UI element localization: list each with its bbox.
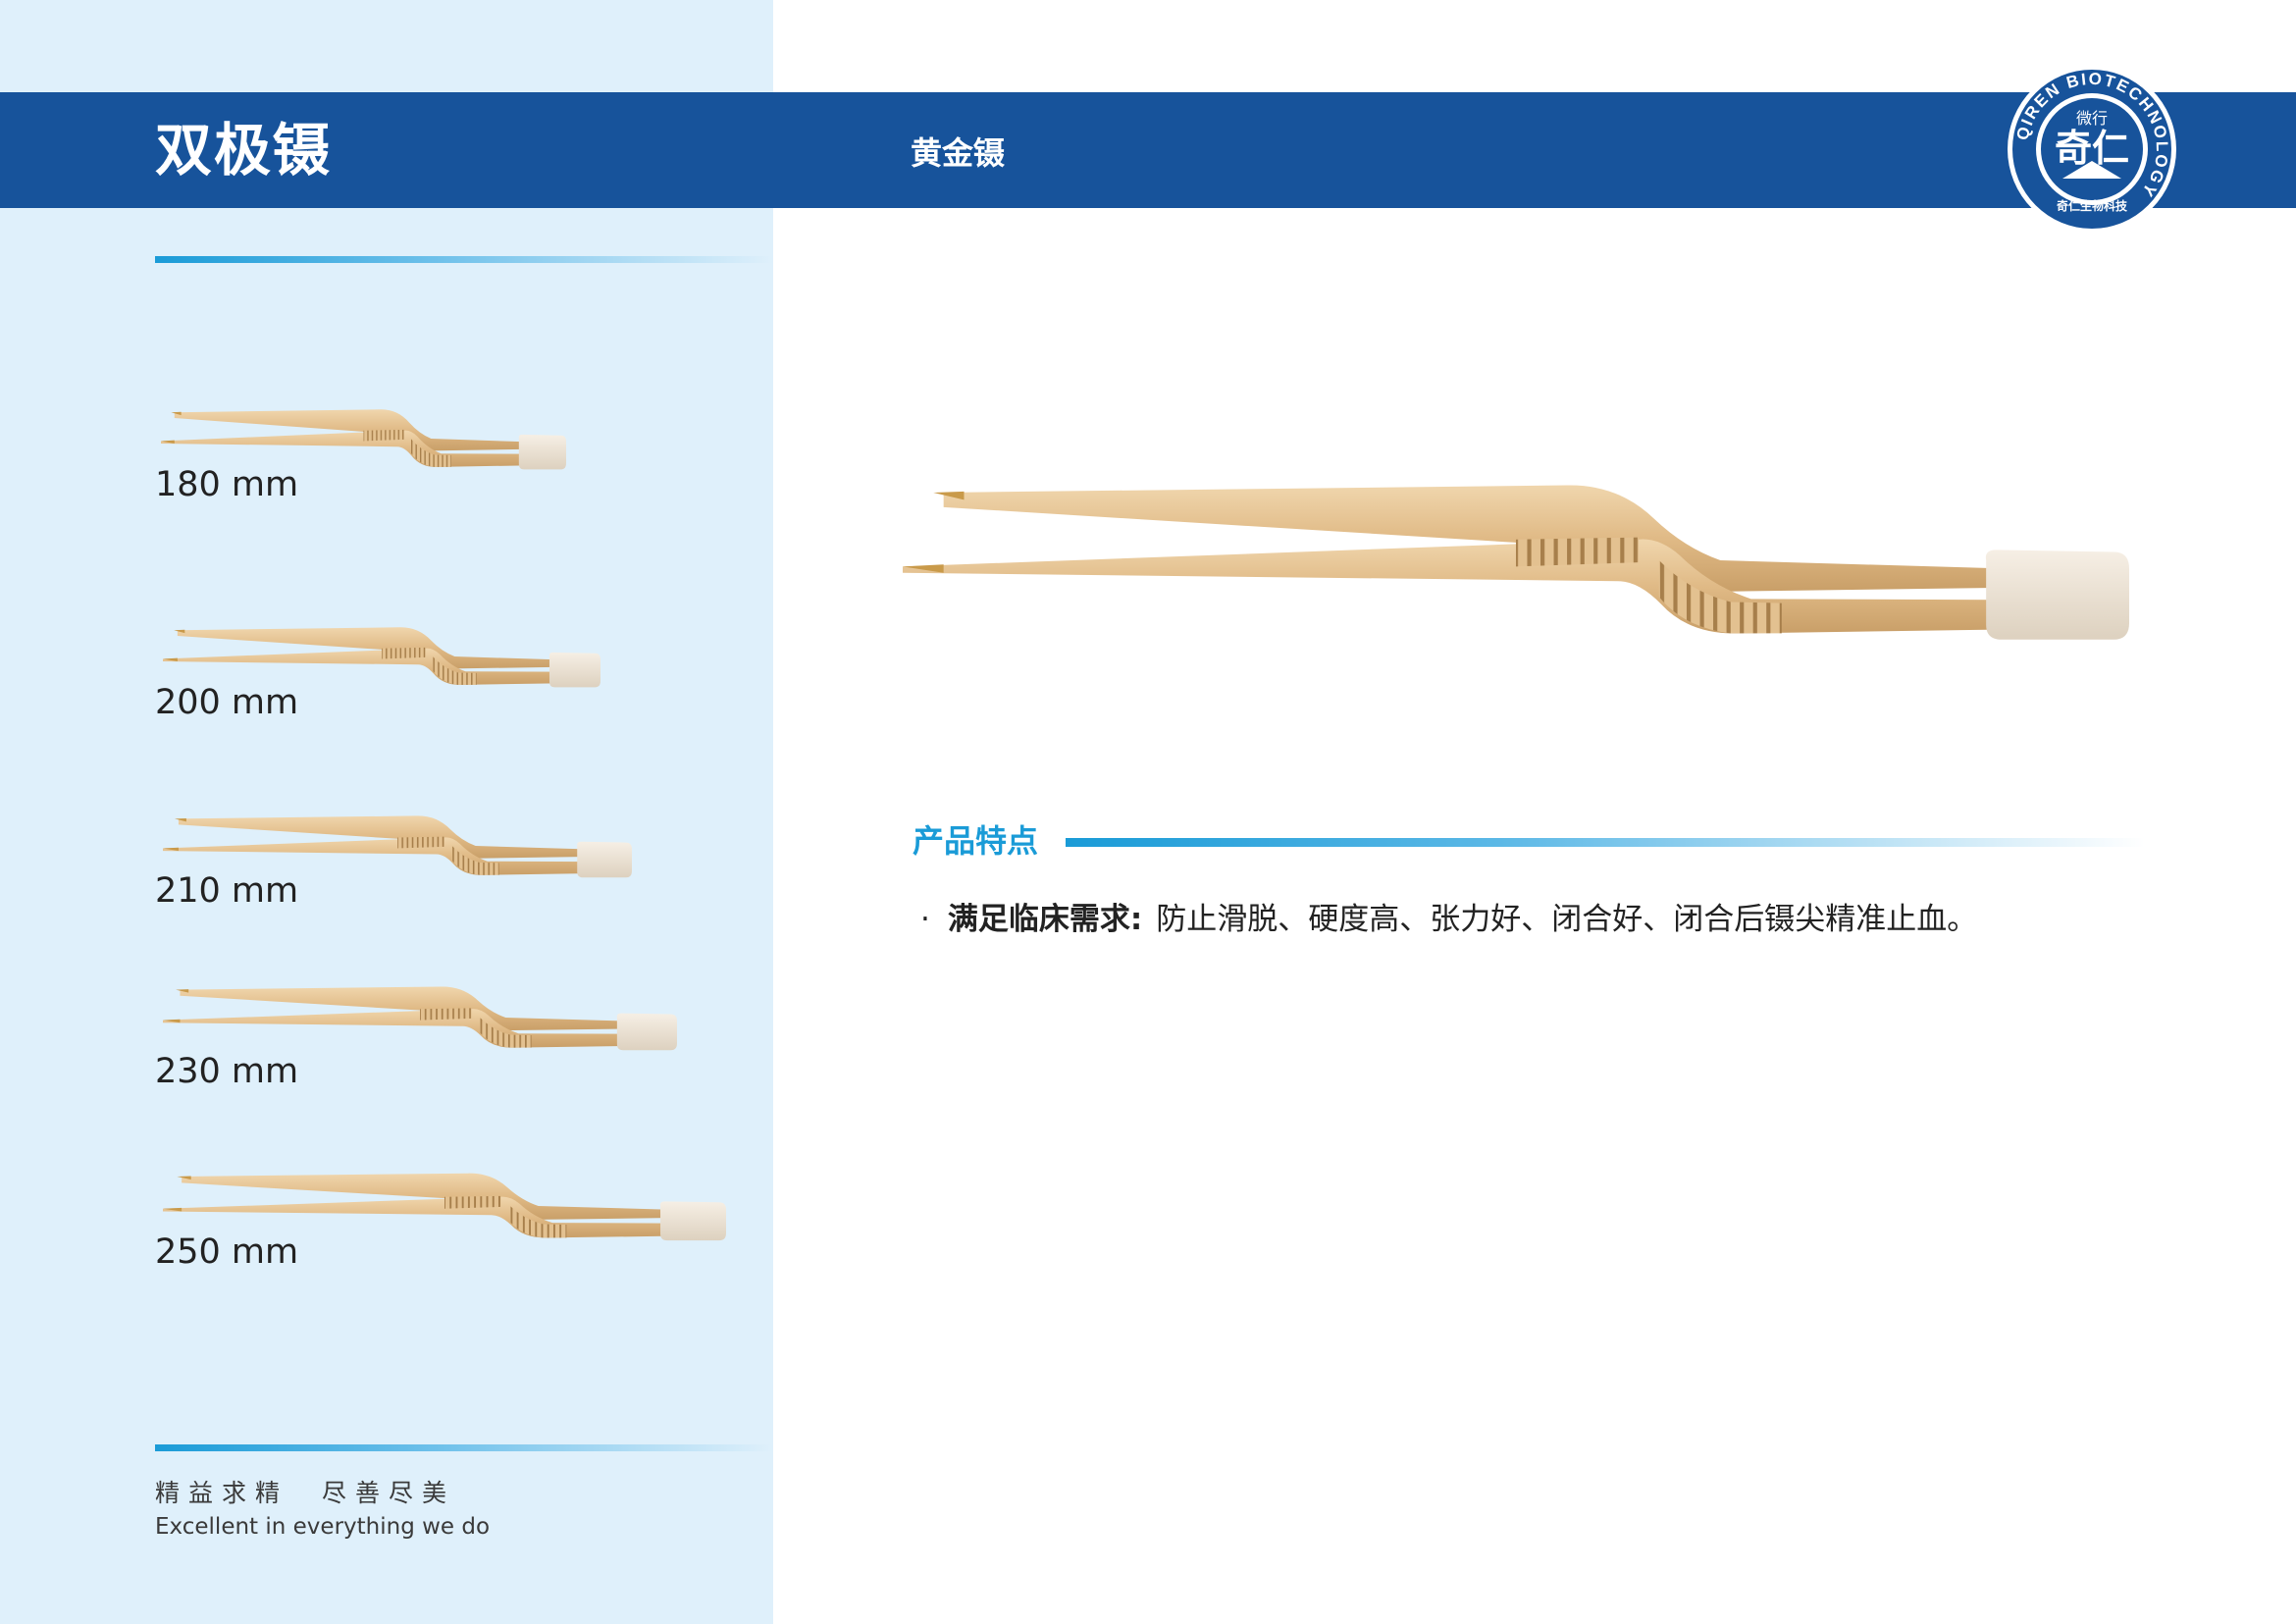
logo-mountain-icon <box>2062 161 2121 179</box>
size-label-180: 180 mm <box>155 465 299 504</box>
forceps-210-image <box>163 815 632 878</box>
product-subtitle: 黄金镊 <box>911 134 1006 172</box>
forceps-250-image <box>163 1173 726 1241</box>
features-divider <box>1066 838 2145 847</box>
left-panel <box>0 0 773 1624</box>
size-label-250: 250 mm <box>155 1232 299 1272</box>
size-label-230: 230 mm <box>155 1052 299 1091</box>
company-logo: QIREN BIOTECHNOLOGY 微行 奇仁 奇仁生物科技 <box>2008 65 2176 234</box>
forceps-main-image <box>903 485 2129 640</box>
forceps-230-image <box>163 986 677 1051</box>
size-label-200: 200 mm <box>155 683 299 722</box>
logo-bottom-text: 奇仁生物科技 <box>2057 198 2128 213</box>
motto-english: Excellent in everything we do <box>155 1514 491 1540</box>
motto-chinese: 精益求精 尽善尽美 <box>155 1479 456 1507</box>
features-heading: 产品特点 <box>913 822 1039 860</box>
feature-item: · 满足临床需求: 防止滑脱、硬度高、张力好、闭合好、闭合后镊尖精准止血。 <box>920 899 1977 940</box>
divider-top <box>155 256 773 263</box>
page-title: 双极镊 <box>155 117 333 183</box>
feature-text: 防止滑脱、硬度高、张力好、闭合好、闭合后镊尖精准止血。 <box>1156 902 1978 937</box>
logo-small-text: 微行 <box>2076 109 2108 128</box>
size-label-210: 210 mm <box>155 871 299 911</box>
forceps-200-image <box>163 627 600 688</box>
feature-bullet: · <box>920 902 930 937</box>
divider-bottom <box>155 1444 773 1451</box>
header-band <box>0 92 2296 208</box>
feature-label: 满足临床需求: <box>947 902 1143 937</box>
forceps-180-image <box>161 409 566 470</box>
